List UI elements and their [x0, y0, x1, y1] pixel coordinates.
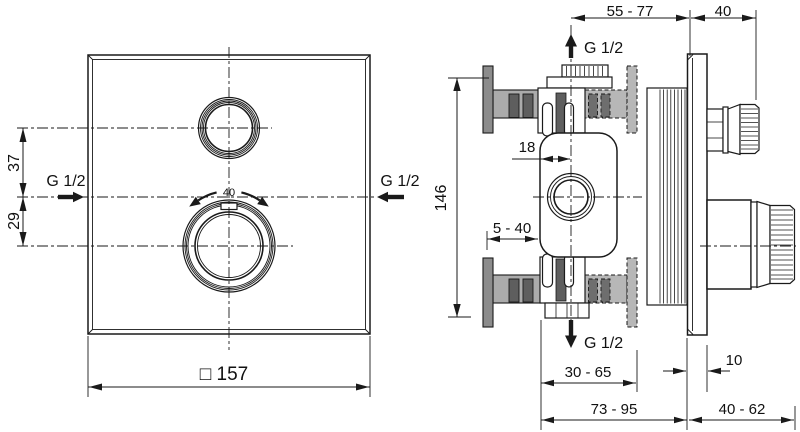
plate-size-dimension: □ 157 — [87, 336, 371, 397]
dim-5-40-label: 5 - 40 — [493, 220, 531, 237]
side-view: 55 - 77 40 G 1/2 146 18 — [433, 3, 796, 430]
knurl-lower-ribs — [771, 209, 793, 280]
port-bottom-arrowhead — [565, 335, 577, 348]
port-top-arrowhead — [565, 34, 577, 47]
dim-plate-thickness: 10 — [663, 345, 742, 392]
inlet-right: G 1/2 — [377, 173, 420, 203]
front-left-dimensions: 37 29 — [6, 128, 27, 246]
port-bottom: G 1/2 — [565, 320, 623, 352]
inlet-left: G 1/2 — [46, 173, 86, 203]
dim-30-65-label: 30 - 65 — [565, 364, 612, 381]
port-top: G 1/2 — [565, 34, 623, 58]
port-top-arrow-shaft — [568, 46, 574, 58]
plate-size-label: □ 157 — [200, 364, 248, 385]
dim-box-range: 30 - 65 — [540, 320, 638, 430]
knurl-upper — [739, 103, 760, 155]
diverter-knob-side — [706, 103, 760, 156]
dim-depth-range: 55 - 77 40 — [571, 3, 757, 100]
dim-wall-range: 5 - 40 — [486, 220, 538, 250]
top-thread — [561, 64, 609, 78]
backplate-upper — [482, 65, 494, 134]
wall-section-dashed-upper — [584, 65, 638, 134]
dim-total-range: 73 - 95 — [541, 338, 688, 430]
rotate-left-arrowhead — [189, 196, 201, 207]
wall-section-upper — [482, 65, 542, 134]
dim-knob-range: 40 - 62 — [689, 401, 796, 430]
cover-plate-edge — [686, 53, 708, 336]
dim-18-label: 18 — [519, 139, 536, 156]
dim-73-95-label: 73 - 95 — [591, 401, 638, 418]
flush-box-lower — [539, 253, 590, 319]
dim-40-label: 40 — [715, 3, 732, 20]
front-view: 40 37 29 G 1/2 G 1/2 — [6, 47, 420, 397]
port-top-label: G 1/2 — [584, 40, 623, 57]
dim-40-62-label: 40 - 62 — [719, 401, 766, 418]
dim-29-label: 29 — [6, 212, 23, 230]
knurl-upper-ribs — [741, 108, 758, 150]
dim-center-offset: 18 — [512, 139, 570, 163]
backplate-lower — [482, 257, 494, 328]
valve-body — [539, 132, 618, 258]
dim-height: 146 — [433, 77, 489, 318]
inlet-right-label: G 1/2 — [380, 173, 419, 190]
inlet-right-arrow-shaft — [388, 194, 404, 200]
dim-37-label: 37 — [6, 154, 23, 172]
thermostat-knob-side — [706, 199, 796, 290]
rotate-right-arc — [241, 191, 261, 202]
inlet-right-arrowhead — [377, 191, 388, 203]
flush-box-upper — [537, 64, 613, 137]
threaded-sleeve — [646, 87, 688, 306]
rotate-right-arrowhead — [257, 196, 269, 207]
port-bottom-label: G 1/2 — [584, 335, 623, 352]
knurl-lower — [769, 204, 796, 285]
wall-section-dashed-lower — [584, 257, 638, 328]
top-flange — [546, 76, 613, 89]
wall-section-lower — [482, 257, 542, 328]
side-centerlines — [533, 25, 796, 322]
rotate-left-arc — [197, 191, 217, 202]
dim-55-77-label: 55 - 77 — [607, 3, 654, 20]
port-bottom-arrow-shaft — [568, 320, 574, 336]
inlet-left-arrow-shaft — [58, 194, 74, 200]
inlet-left-arrowhead — [73, 191, 84, 203]
inlet-left-label: G 1/2 — [46, 173, 85, 190]
dim-146-label: 146 — [433, 185, 450, 212]
front-centerlines — [17, 47, 376, 350]
dim-10-label: 10 — [726, 352, 743, 369]
